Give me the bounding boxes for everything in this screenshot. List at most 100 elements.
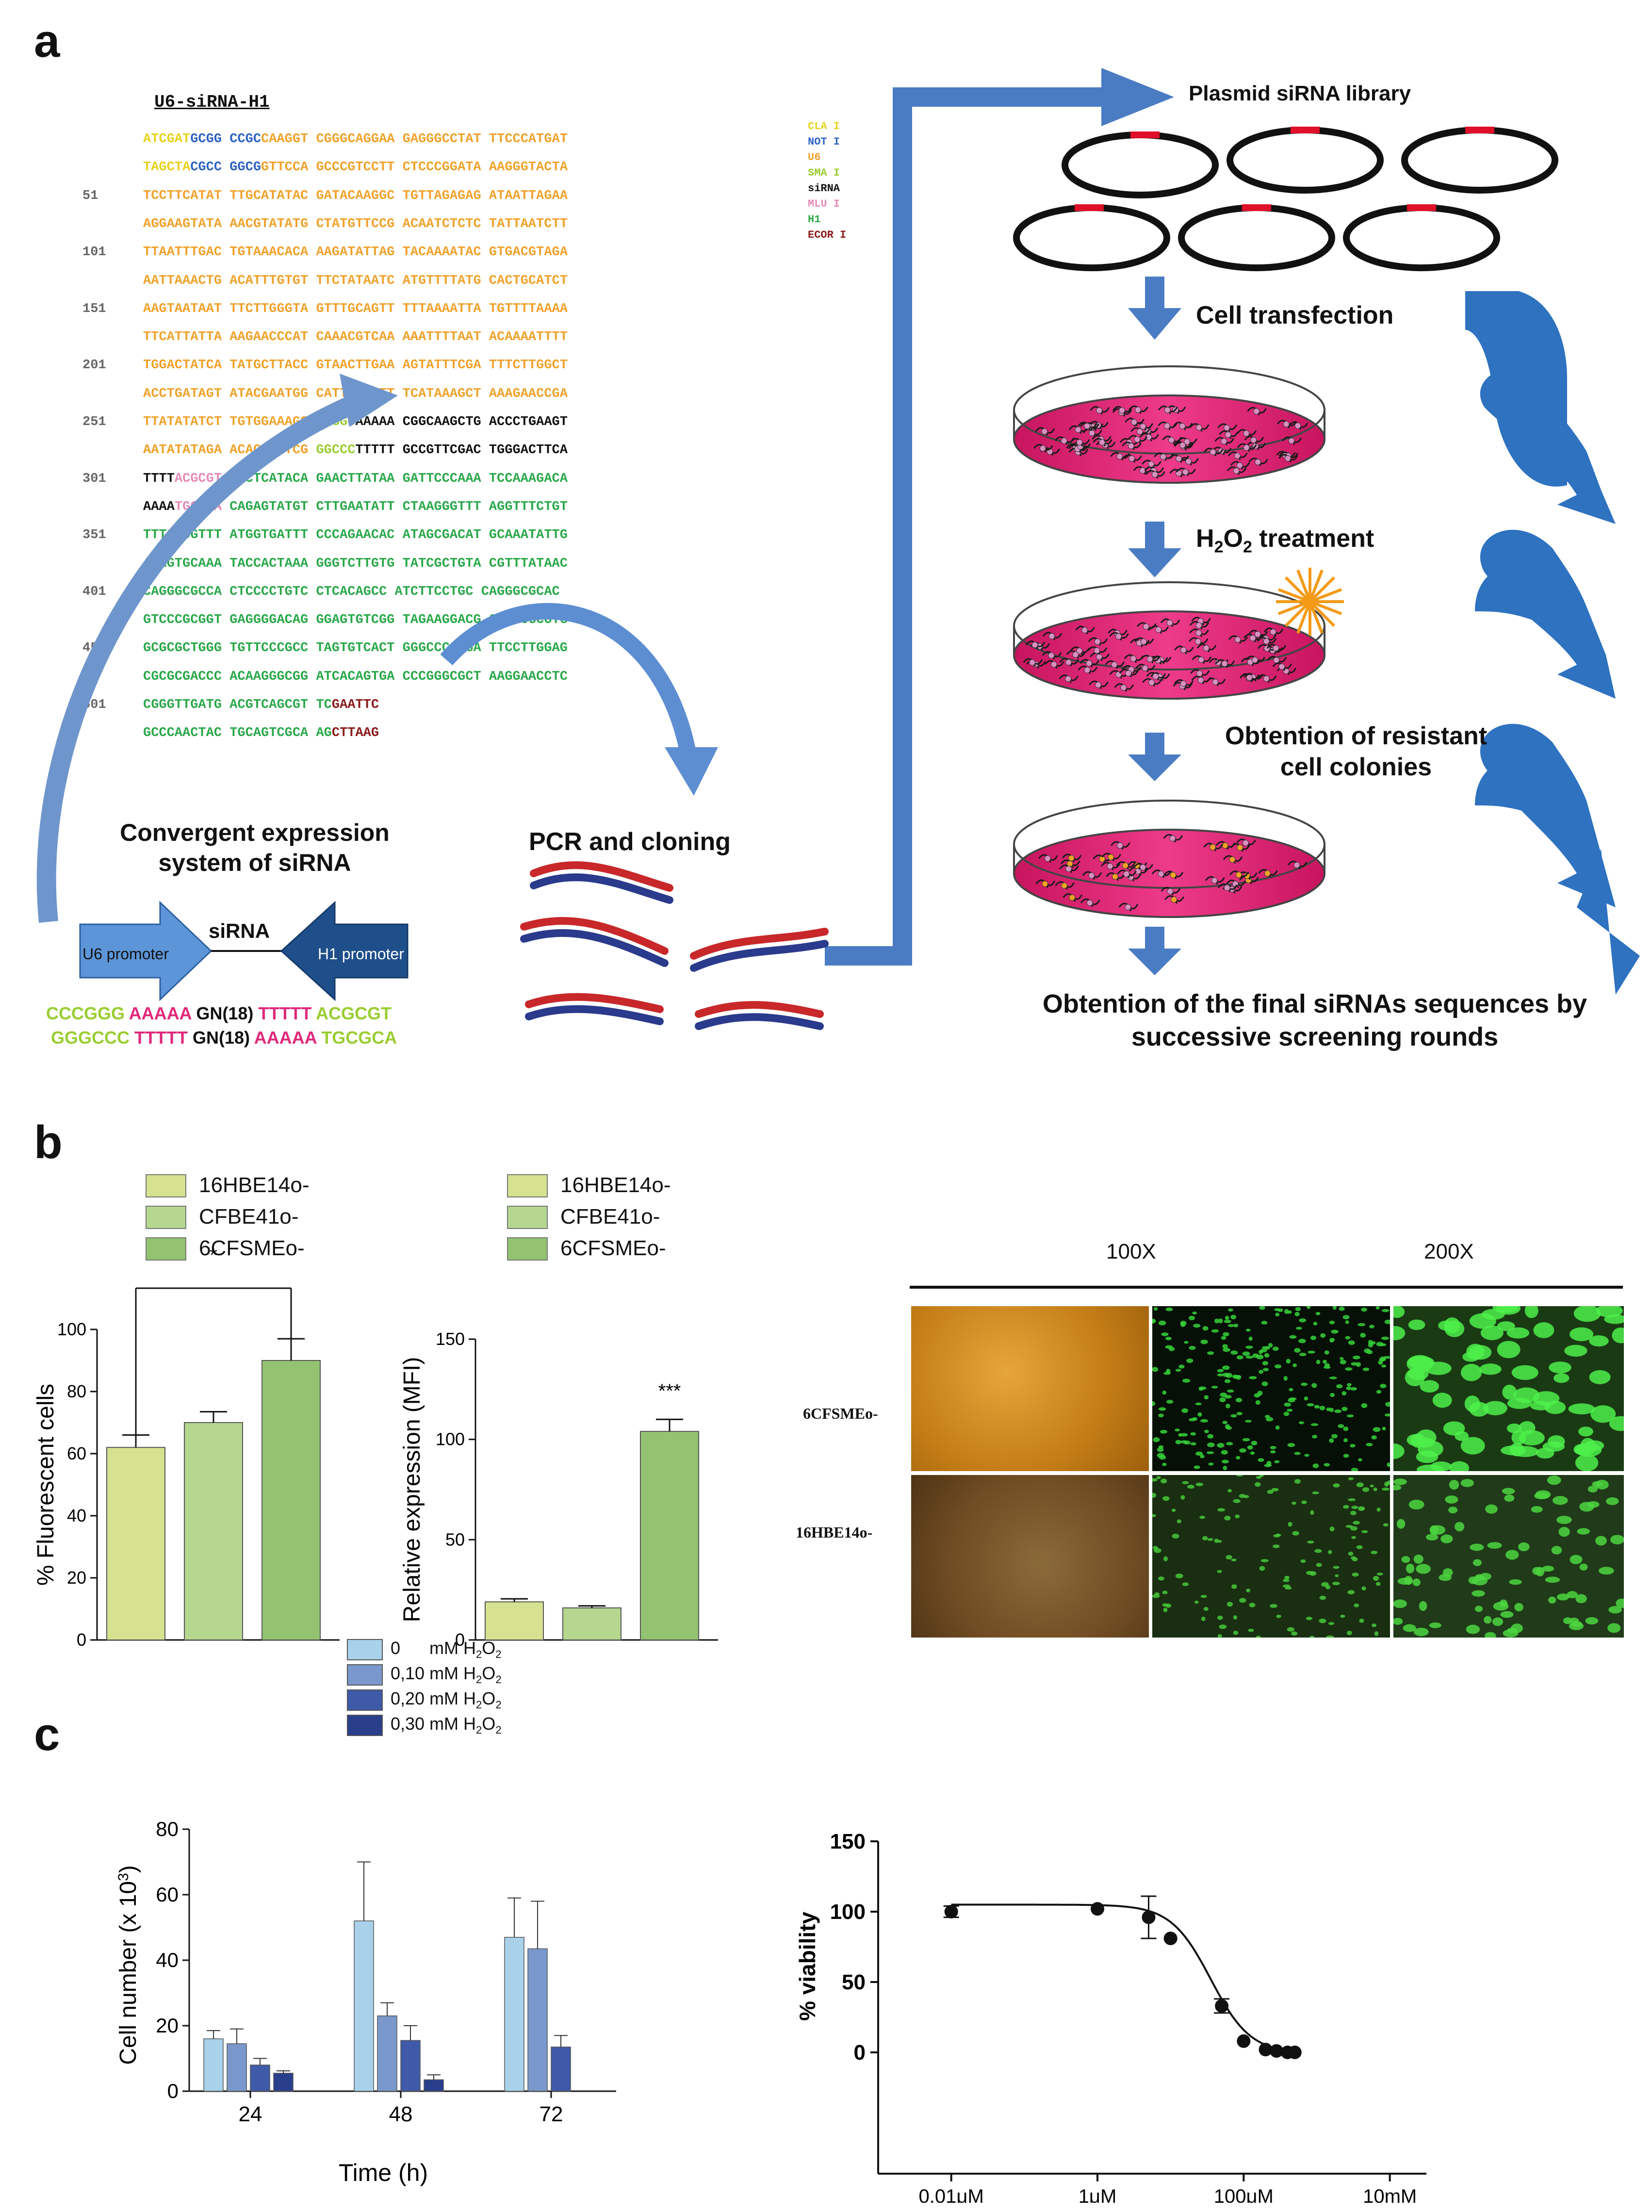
resistant-line2: cell colonies	[1280, 753, 1432, 781]
resistant-line1: Obtention of resistant	[1225, 722, 1488, 750]
cell-body	[1254, 631, 1261, 638]
fluorescent-cell	[1274, 1364, 1282, 1369]
fluorescent-cell	[1180, 1320, 1187, 1326]
fluorescent-cell	[1235, 1397, 1243, 1403]
cell-body	[1251, 656, 1258, 663]
fluorescent-cell	[1308, 1350, 1315, 1354]
cell-body	[1253, 408, 1260, 415]
sequence-line-number: 151	[82, 301, 106, 316]
fluorescent-cell	[1329, 1320, 1335, 1325]
sequence-line-number: 101	[82, 245, 106, 260]
fluorescent-cell	[1612, 1327, 1624, 1344]
fluorescent-cell	[1274, 1308, 1280, 1311]
cell-body	[1075, 426, 1081, 433]
fluorescent-cell	[1204, 1429, 1209, 1433]
cell-body	[1029, 659, 1036, 666]
fluorescent-cell	[1270, 1450, 1276, 1454]
fluorescent-cell	[1261, 1346, 1270, 1349]
fluorescent-cell	[1497, 1321, 1515, 1331]
fluorescent-cell	[1343, 1426, 1349, 1431]
cell-body	[1273, 645, 1279, 652]
fluorescent-cell	[1316, 1360, 1321, 1364]
y-axis-label: Relative expression (MFI)	[399, 1357, 425, 1622]
fluorescent-cell	[1199, 1515, 1205, 1519]
fluorescent-cell	[1361, 1308, 1367, 1312]
fluorescent-cell	[1235, 1514, 1240, 1519]
bar	[485, 1601, 544, 1641]
legend-label: CFBE41o-	[199, 1205, 299, 1229]
fluorescent-cell	[1509, 1579, 1522, 1585]
fluorescent-cell	[1245, 1420, 1252, 1423]
fluorescent-cell	[1358, 1323, 1366, 1327]
cell-body	[1243, 444, 1250, 451]
fluorescent-cell	[1292, 1531, 1299, 1536]
cell-body	[1263, 675, 1270, 682]
cell-body	[1180, 647, 1187, 654]
fluorescent-cell	[1347, 1590, 1355, 1595]
fluorescent-cell	[1198, 1386, 1207, 1390]
sequence-row: TTCATTATTA AAGAACCCAT CAAACGTCAA AAATTTT…	[82, 330, 568, 344]
h2o2-h: H	[1196, 524, 1214, 553]
significance-label: ***	[658, 1380, 681, 1402]
fluorescent-cell	[1286, 1359, 1291, 1364]
cell-body	[1255, 459, 1261, 465]
cell-body	[1089, 429, 1096, 436]
legend-sub: 2	[495, 1648, 502, 1661]
fluorescent-cell	[1579, 1563, 1588, 1571]
fluorescent-cell	[1556, 1593, 1570, 1601]
cell-body	[1116, 842, 1123, 849]
sequence-line-number: 351	[82, 528, 106, 543]
sequence-row: TAGCTACGCC GGCGGTTCCA GCCCGTCCTT CTCCCGG…	[82, 160, 568, 175]
fluorescent-cell	[1152, 1514, 1156, 1517]
y-tick-label: 40	[67, 1506, 86, 1525]
cell-body	[1143, 623, 1149, 630]
sequence-segment: TCCTTCATAT TTGCATATAC GATACAAGGC TGTTAGA…	[143, 188, 568, 203]
fluorescent-cell	[1334, 1409, 1341, 1413]
fluorescent-cell	[1292, 1501, 1296, 1505]
legend-sub: 2	[476, 1724, 482, 1737]
curved-arrow-up-head	[340, 374, 398, 427]
fluorescent-cell	[1332, 1306, 1337, 1310]
fluorescent-cell	[1329, 1438, 1334, 1443]
fluorescent-cell	[1350, 1526, 1358, 1531]
fluorescent-cell	[1320, 1333, 1326, 1338]
legend-label: 0,20 mM H2O2	[391, 1688, 502, 1711]
data-point	[1163, 1932, 1178, 1946]
fluorescent-cell	[1484, 1616, 1492, 1624]
fluorescent-cell	[1207, 1538, 1213, 1541]
fluorescent-cell	[1217, 1615, 1223, 1620]
sequence-segment: CGGGTTGATG ACGTCAGCGT TC	[143, 698, 332, 712]
fluorescent-cell	[1568, 1403, 1595, 1415]
cell-body	[1222, 842, 1228, 849]
fluorescent-cell	[1386, 1480, 1390, 1485]
fluorescent-cell	[1589, 1335, 1609, 1347]
fluorescent-cell	[1301, 1500, 1307, 1504]
legend-text: 0,10 mM H	[391, 1663, 476, 1683]
legend-label: 6CFSMEo-	[560, 1236, 666, 1260]
cell-body	[1225, 431, 1231, 438]
cell-body	[1044, 855, 1051, 862]
pcr-dna-strands	[520, 861, 829, 1030]
fluorescent-cell	[1211, 1386, 1218, 1389]
fluorescent-cell	[1483, 1401, 1507, 1416]
fluorescent-cell	[1369, 1325, 1374, 1328]
legend-label: 0 mM H2O2	[391, 1638, 502, 1661]
fluorescent-cell	[1607, 1623, 1621, 1633]
u6-promoter-arrow	[79, 901, 213, 1001]
convergent-seq-segment: AAAAA	[129, 1003, 196, 1023]
fluorescent-cell	[1328, 1622, 1335, 1625]
x-tick-label: 100μM	[1214, 2186, 1274, 2203]
fluorescent-cell	[1420, 1380, 1439, 1393]
legend-sub: 2	[476, 1648, 482, 1661]
fluorescent-cell	[1284, 1575, 1290, 1580]
fluorescent-cell	[1217, 1634, 1222, 1638]
fluorescent-cell	[1361, 1530, 1368, 1533]
fluorescent-cell	[1245, 1345, 1253, 1349]
fluorescent-cell	[1275, 1425, 1280, 1430]
fluorescent-cell	[1319, 1595, 1326, 1600]
fluorescent-cell	[1595, 1536, 1607, 1546]
fluorescent-cell	[1466, 1624, 1480, 1634]
fluorescent-cell	[1223, 1332, 1229, 1337]
